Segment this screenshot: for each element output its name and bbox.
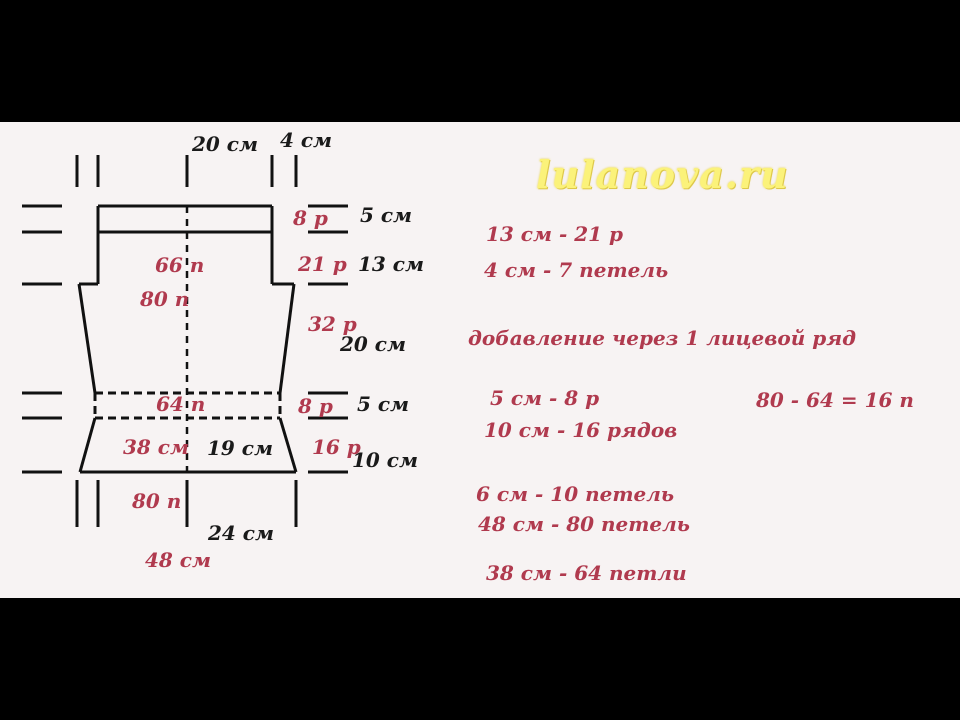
right-guide-ticks bbox=[308, 204, 348, 474]
label-middle-height: 20 см bbox=[340, 332, 406, 356]
label-band-rows: 8 р bbox=[293, 206, 328, 230]
label-lower-half: 19 см bbox=[207, 436, 273, 460]
top-letterbox-bar bbox=[0, 0, 960, 122]
label-band2-stitches: 64 п bbox=[156, 392, 206, 416]
label-top-side: 4 см bbox=[280, 128, 333, 152]
note-stitches-48cm: 48 см - 80 петель bbox=[478, 512, 690, 536]
label-band2-rows: 8 р bbox=[298, 394, 333, 418]
label-lower-rows: 16 р bbox=[312, 435, 361, 459]
label-upper-stitches: 66 п bbox=[155, 253, 205, 277]
note-stitch-difference: 80 - 64 = 16 п bbox=[756, 388, 914, 412]
label-lower-width: 38 см bbox=[123, 435, 189, 459]
label-band2-height: 5 см bbox=[357, 392, 410, 416]
label-top-width: 20 см bbox=[192, 132, 258, 156]
note-rows-10cm: 10 см - 16 рядов bbox=[484, 418, 678, 442]
label-band-height: 5 см bbox=[360, 203, 413, 227]
label-upper-height: 13 см bbox=[358, 252, 424, 276]
label-lower-height: 10 см bbox=[352, 448, 418, 472]
label-bottom-stitches: 80 п bbox=[132, 489, 182, 513]
garment-outline bbox=[77, 204, 298, 474]
label-bottom-width: 48 см bbox=[145, 548, 211, 572]
bottom-letterbox-bar bbox=[0, 598, 960, 720]
knitting-schema-drawing bbox=[22, 155, 348, 527]
note-stitches-6cm: 6 см - 10 петель bbox=[476, 482, 675, 506]
note-stitches-4cm: 4 см - 7 петель bbox=[484, 258, 669, 282]
label-middle-rows: 32 р bbox=[308, 312, 357, 336]
site-watermark: lulanova.ru bbox=[536, 152, 789, 197]
note-increase-rule: добавление через 1 лицевой ряд bbox=[468, 326, 857, 350]
note-stitches-38cm: 38 см - 64 петли bbox=[486, 561, 687, 585]
top-guide-ticks bbox=[75, 155, 298, 187]
left-guide-ticks bbox=[22, 204, 62, 474]
note-rows-5cm: 5 см - 8 р bbox=[490, 386, 600, 410]
label-bottom-half: 24 см bbox=[208, 521, 274, 545]
label-middle-stitches: 80 п bbox=[140, 287, 190, 311]
note-rows-13cm: 13 см - 21 р bbox=[486, 222, 623, 246]
label-upper-rows: 21 р bbox=[298, 252, 347, 276]
bottom-guide-ticks bbox=[75, 480, 298, 527]
pattern-sheet: 20 см 4 см 8 р 5 см 66 п 21 р 13 см 80 п… bbox=[0, 122, 960, 598]
